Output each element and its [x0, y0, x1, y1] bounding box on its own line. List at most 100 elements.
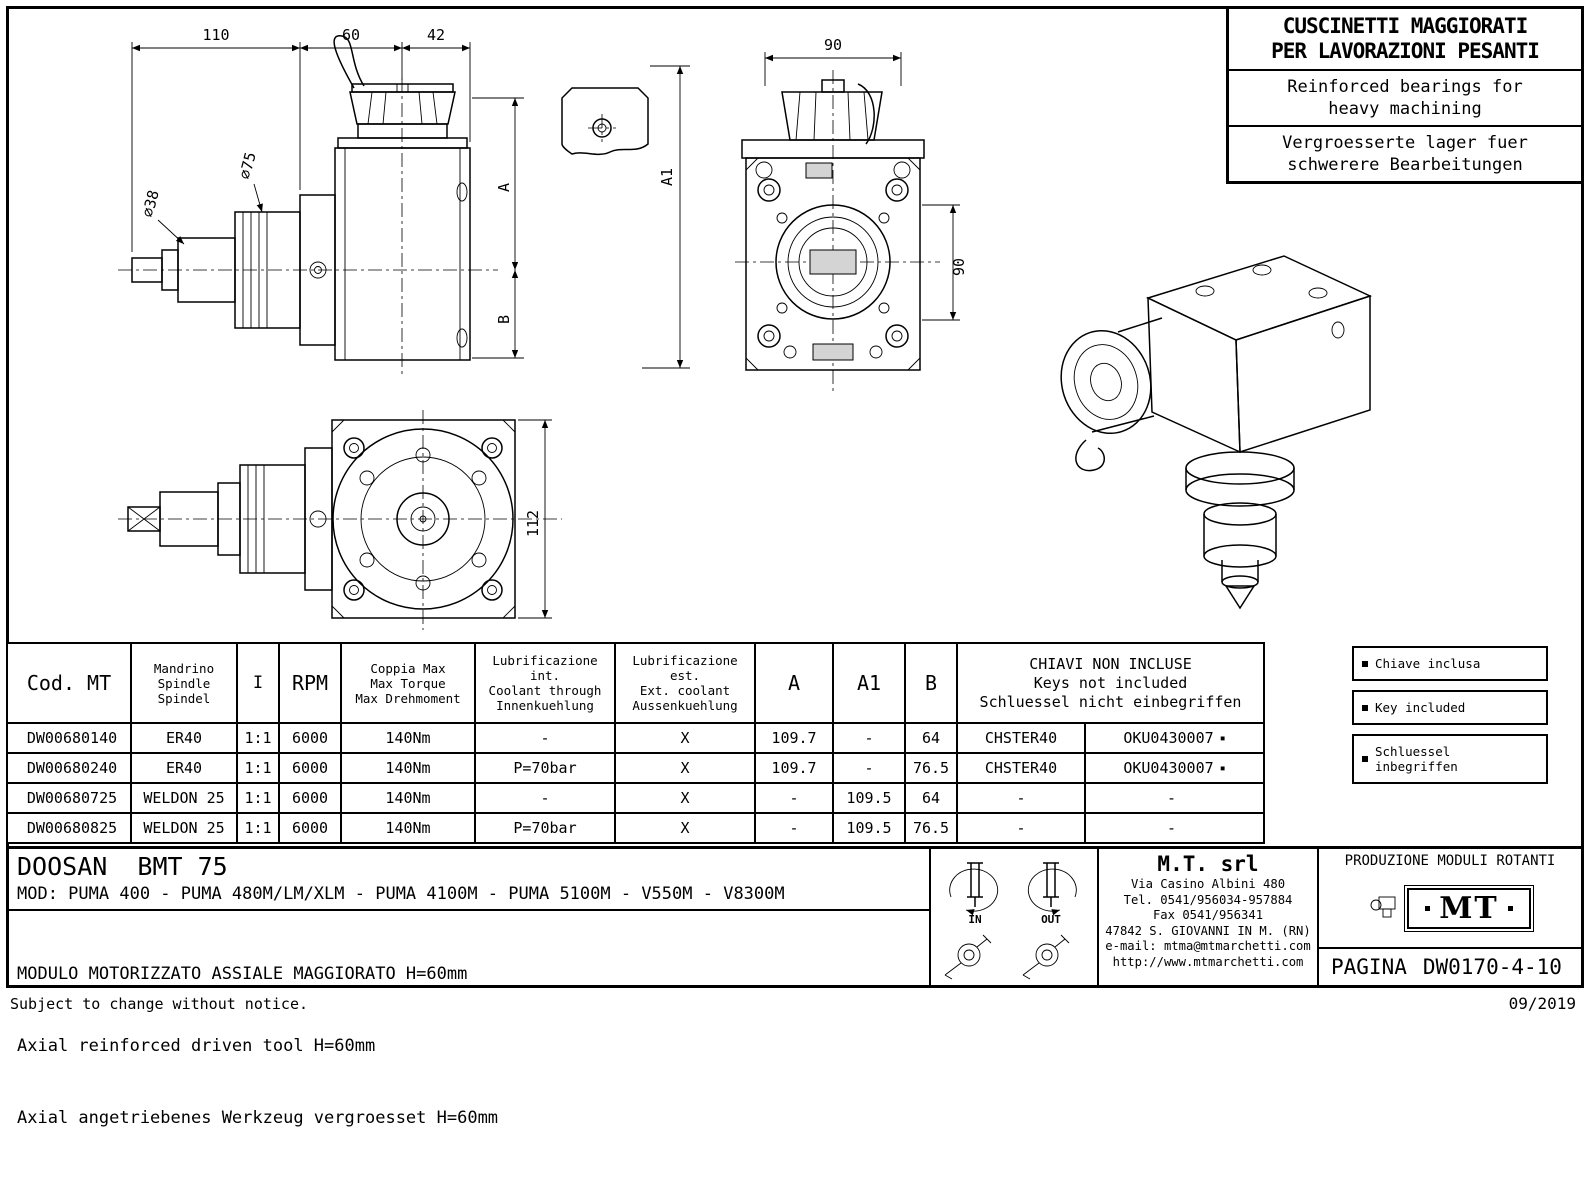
table-header-row: Cod. MT Mandrino Spindle Spindel I RPM C…: [6, 642, 1265, 724]
logo-left-square-icon: [1425, 905, 1431, 911]
cell-key2: OKU0430007▪: [1084, 752, 1265, 784]
cell-cod: DW00680825: [6, 812, 132, 844]
cell-spindle: WELDON 25: [130, 782, 238, 814]
header-coolant-internal: Lubrificazione int. Coolant through Inne…: [474, 642, 616, 724]
out-label: OUT: [1041, 913, 1061, 926]
mt-machine-icon: [1370, 896, 1396, 918]
machine-info-block: DOOSAN BMT 75 MOD: PUMA 400 - PUMA 480M/…: [9, 849, 931, 1128]
cell-rpm: 6000: [278, 812, 342, 844]
legend-item: Chiave inclusa: [1352, 646, 1548, 681]
front-view-dimensions: 90 90: [764, 36, 968, 321]
cell-b: 64: [904, 782, 958, 814]
dim-dia38-label: ⌀38: [138, 188, 162, 219]
flange-side-view-drawing: [118, 410, 562, 630]
rotation-in-icon: [949, 862, 999, 916]
cell-a1: 109.5: [832, 782, 906, 814]
cell-ratio: 1:1: [236, 812, 280, 844]
cell-b: 64: [904, 722, 958, 754]
cell-coolant-internal: P=70bar: [474, 752, 616, 784]
company-contact-block: M.T. srl Via Casino Albini 480 Tel. 0541…: [1099, 849, 1319, 985]
description-german: Axial angetriebenes Werkzeug vergroesset…: [17, 1108, 499, 1128]
company-website: http://www.mtmarchetti.com: [1112, 954, 1304, 969]
header-coolant-external: Lubrificazione est. Ext. coolant Aussenk…: [614, 642, 756, 724]
dim-90-top-label: 90: [824, 36, 842, 54]
cell-torque: 140Nm: [340, 752, 476, 784]
cell-cod: DW00680725: [6, 782, 132, 814]
brand-page-block: PRODUZIONE MODULI ROTANTI MT PAGINA DW01…: [1319, 849, 1581, 985]
cell-cod: DW00680240: [6, 752, 132, 784]
header-torque: Coppia Max Max Torque Max Drehmoment: [340, 642, 476, 724]
page-number: DW0170-4-10: [1422, 955, 1562, 979]
cell-a: 109.7: [754, 752, 834, 784]
cell-ratio: 1:1: [236, 722, 280, 754]
key-included-marker-icon: [1176, 823, 1182, 834]
production-label: PRODUZIONE MODULI ROTANTI: [1344, 853, 1556, 869]
cell-a1: -: [832, 752, 906, 784]
header-cod-mt: Cod. MT: [6, 642, 132, 724]
key-legend: Chiave inclusa Key included Schluessel i…: [1352, 646, 1548, 793]
dim-110-label: 110: [202, 26, 229, 44]
driven-tool-icon-right: [1022, 934, 1070, 980]
cell-coolant-internal: -: [474, 722, 616, 754]
cell-rpm: 6000: [278, 722, 342, 754]
rotation-icons: IN OUT: [944, 862, 1077, 980]
dim-90-right-label: 90: [950, 258, 968, 276]
header-rpm: RPM: [278, 642, 342, 724]
cell-coolant-internal: -: [474, 782, 616, 814]
cell-key1: -: [956, 782, 1086, 814]
cell-torque: 140Nm: [340, 722, 476, 754]
company-name: M.T. srl: [1157, 852, 1259, 876]
cell-coolant-external: X: [614, 752, 756, 784]
infobox-english: Reinforced bearings for heavy machining: [1229, 71, 1581, 127]
machine-models: MOD: PUMA 400 - PUMA 480M/LM/XLM - PUMA …: [9, 881, 929, 911]
cell-key2: -: [1084, 782, 1265, 814]
change-notice: Subject to change without notice.: [10, 995, 309, 1013]
cell-ratio: 1:1: [236, 782, 280, 814]
driven-tool-icon-left: [944, 934, 992, 980]
page-label: PAGINA: [1331, 955, 1407, 979]
cell-cod: DW00680140: [6, 722, 132, 754]
dim-a1-label: A1: [658, 168, 676, 186]
flange-side-view-dimensions: 112: [518, 419, 552, 619]
cell-a: -: [754, 812, 834, 844]
mt-logo: MT: [1319, 869, 1581, 947]
legend-item: Key included: [1352, 690, 1548, 725]
cell-torque: 140Nm: [340, 812, 476, 844]
cell-ratio: 1:1: [236, 752, 280, 784]
dim-60-label: 60: [342, 26, 360, 44]
in-label: IN: [968, 913, 981, 926]
infobox-german: Vergroesserte lager fuer schwerere Bearb…: [1282, 133, 1528, 175]
cell-a: -: [754, 782, 834, 814]
cell-key1: CHSTER40: [956, 752, 1086, 784]
detail-part-drawing: A1: [561, 65, 690, 369]
key2-code: -: [1166, 819, 1177, 837]
title-block: DOOSAN BMT 75 MOD: PUMA 400 - PUMA 480M/…: [6, 846, 1584, 1128]
cell-coolant-external: X: [614, 722, 756, 754]
mt-logo-box: MT: [1404, 884, 1534, 932]
key2-code: OKU0430007: [1123, 759, 1214, 777]
cell-coolant-external: X: [614, 782, 756, 814]
side-view-dimensions: 110 60 42 ⌀38 ⌀75 A B: [131, 26, 524, 359]
infobox-title: CUSCINETTI MAGGIORATI PER LAVORAZIONI PE…: [1229, 9, 1581, 71]
cell-key2: -: [1084, 812, 1265, 844]
rotation-out-icon: [1027, 862, 1077, 916]
table-row: DW00680140 ER40 1:1 6000 140Nm - X 109.7…: [6, 722, 1265, 754]
key-included-marker-icon: [1176, 793, 1182, 804]
key2-code: -: [1166, 789, 1177, 807]
cell-torque: 140Nm: [340, 782, 476, 814]
dim-dia75-label: ⌀75: [235, 150, 259, 181]
mt-logo-text: MT: [1439, 890, 1499, 926]
technical-drawings: 110 60 42 ⌀38 ⌀75 A B A1: [118, 26, 1373, 630]
cell-a1: -: [832, 722, 906, 754]
cell-key2: OKU0430007▪: [1084, 722, 1265, 754]
cell-b: 76.5: [904, 752, 958, 784]
cell-b: 76.5: [904, 812, 958, 844]
dim-112-label: 112: [524, 510, 542, 537]
isometric-view-drawing: [1060, 255, 1373, 610]
table-row: DW00680725 WELDON 25 1:1 6000 140Nm - X …: [6, 782, 1265, 814]
cell-coolant-internal: P=70bar: [474, 812, 616, 844]
square-bullet-icon: [1362, 704, 1368, 711]
header-keys: CHIAVI NON INCLUSE Keys not included Sch…: [956, 642, 1265, 724]
dim-b-label: B: [495, 315, 513, 324]
legend-label: Schluessel inbegriffen: [1375, 744, 1458, 774]
